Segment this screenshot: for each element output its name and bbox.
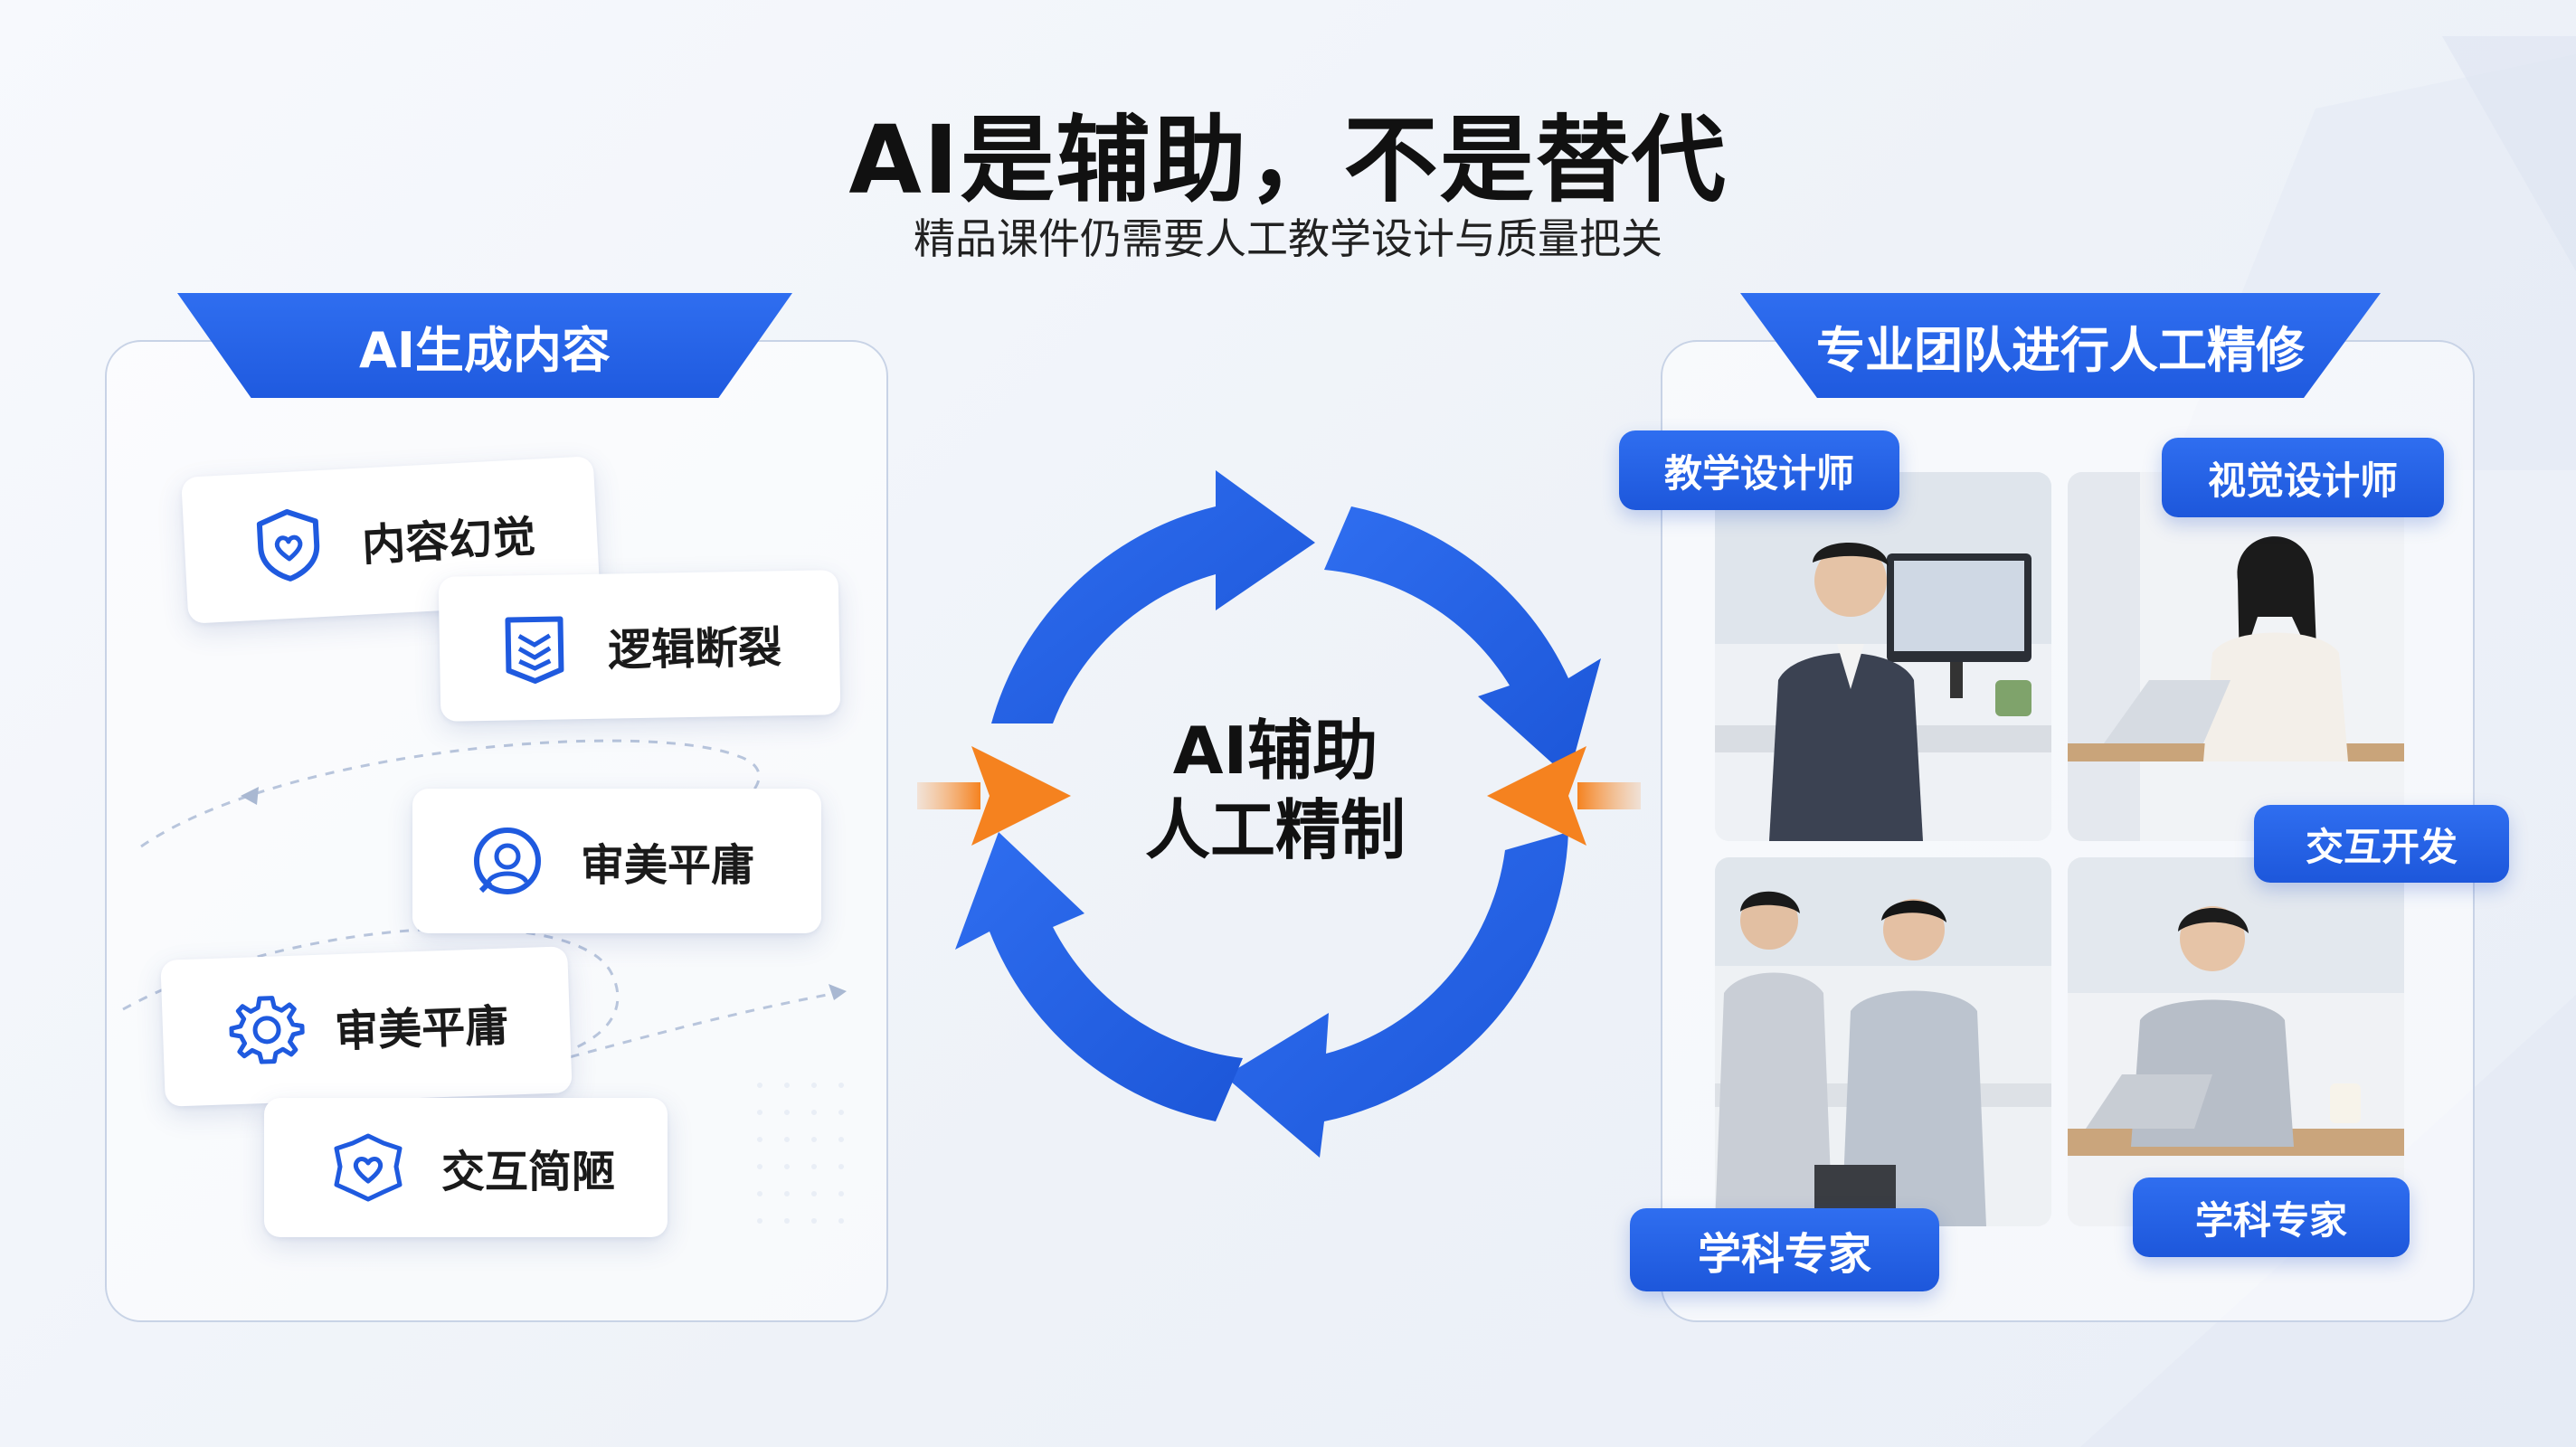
card-label: 逻辑断裂 <box>607 622 782 676</box>
role-label: 学科专家 <box>1697 1229 1871 1280</box>
cycle-arrow-bottom-right <box>1225 832 1568 1158</box>
page-title: AI是辅助，不是替代 <box>848 105 1728 215</box>
cycle-arrow-top-right <box>1324 506 1601 778</box>
card-aesthetic-mediocre-2: 审美平庸 <box>160 946 573 1107</box>
photo-visual-designer <box>2068 472 2404 841</box>
role-label: 视觉设计师 <box>2207 458 2398 503</box>
role-badge-instructional-designer: 教学设计师 <box>1619 430 1899 510</box>
cycle-arrow-top-left <box>991 470 1315 724</box>
card-logic-break: 逻辑断裂 <box>438 570 841 722</box>
left-panel-header-label: AI生成内容 <box>359 321 611 379</box>
card-interaction-crude: 交互简陋 <box>264 1098 668 1237</box>
card-label: 内容幻觉 <box>360 511 537 572</box>
page-subtitle: 精品课件仍需要人工教学设计与质量把关 <box>914 214 1662 263</box>
card-content-hallucination: 内容幻觉 <box>181 456 601 624</box>
cycle-diagram <box>917 470 1641 1158</box>
role-badge-subject-expert-2: 学科专家 <box>2133 1177 2410 1257</box>
gear-icon <box>225 988 309 1072</box>
role-label: 学科专家 <box>2194 1197 2347 1243</box>
photo-instructional-designer <box>1715 472 2051 841</box>
role-label: 交互开发 <box>2305 824 2458 869</box>
badge-heart-icon <box>327 1127 409 1208</box>
photo-subject-expert <box>2068 857 2404 1226</box>
role-badge-subject-expert-1: 学科专家 <box>1630 1208 1939 1291</box>
role-label: 教学设计师 <box>1663 450 1854 496</box>
role-badge-visual-designer: 视觉设计师 <box>2162 438 2444 517</box>
layers-check-icon <box>493 606 576 689</box>
cycle-center-line2: 人工精制 <box>1144 792 1406 868</box>
card-label: 审美平庸 <box>334 1000 510 1058</box>
shield-heart-icon <box>246 503 332 589</box>
photo-team-collab <box>1715 857 2051 1226</box>
right-panel-header: 专业团队进行人工精修 <box>1740 293 2381 398</box>
user-circle-icon <box>467 820 548 902</box>
card-aesthetic-mediocre-1: 审美平庸 <box>412 789 821 933</box>
orange-arrow-right <box>1487 746 1641 846</box>
cycle-center-line1: AI辅助 <box>1172 713 1378 789</box>
right-panel-header-label: 专业团队进行人工精修 <box>1816 321 2305 379</box>
left-panel-header: AI生成内容 <box>177 293 792 398</box>
card-label: 交互简陋 <box>441 1147 616 1197</box>
cycle-arrow-bottom-left <box>955 832 1243 1121</box>
card-label: 审美平庸 <box>581 840 755 891</box>
role-badge-interaction-dev: 交互开发 <box>2254 805 2509 883</box>
orange-arrow-left <box>917 746 1071 846</box>
